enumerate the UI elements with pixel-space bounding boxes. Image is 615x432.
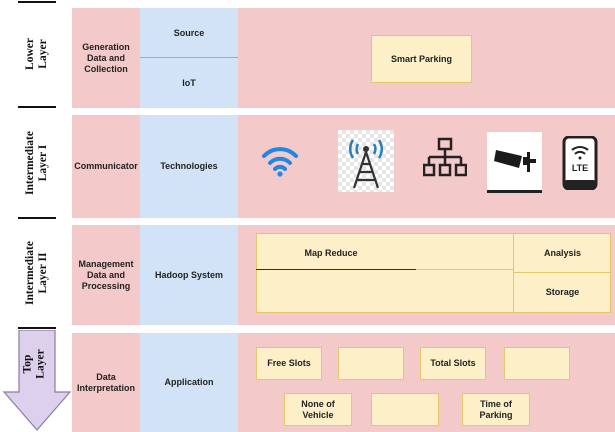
processing-box [256,233,611,313]
analysis-divider [513,233,514,313]
cctv-camera-icon [487,132,542,193]
map-reduce-divider [416,269,513,270]
layer-separator [18,106,56,108]
layer-label-intermediate-2: Intermediate Layer II [24,240,49,305]
time-of-parking-box: Time of Parking [462,393,530,426]
map-reduce-label: Map Reduce [304,247,358,258]
empty-box [338,347,404,380]
svg-text:LTE: LTE [572,163,588,173]
layer-label-top: Top Layer [21,349,47,379]
category-communicator: Communicator [74,161,138,171]
sub-iot-cell [140,58,238,108]
wifi-icon [258,138,302,182]
analysis-divider [513,272,611,273]
layer-label-lower: Lower Layer [24,38,49,70]
map-reduce-divider [256,269,416,270]
analysis-label: Analysis [543,247,582,258]
network-hierarchy-icon [420,134,470,186]
layer-separator [18,217,56,219]
category-data-interpretation: Data Interpretation [76,371,135,393]
sub-source: Source [173,27,205,38]
sub-hadoop-system: Hadoop System [140,225,238,325]
lte-phone-icon: LTE [554,134,606,192]
sub-technologies: Technologies [140,115,238,218]
sub-iot: IoT [182,77,196,88]
category-generation: Generation Data and Collection [82,41,130,74]
empty-box [504,347,570,380]
down-arrow-icon [2,330,72,431]
cell-tower-icon [338,130,394,192]
layer-separator [18,327,56,329]
category-management: Management Data and Processing [78,258,134,291]
smart-parking-box: Smart Parking [371,35,472,83]
layer-separator [18,1,56,3]
total-slots-box: Total Slots [420,347,486,380]
free-slots-box: Free Slots [256,347,322,380]
layer-label-intermediate-1: Intermediate Layer I [24,130,49,195]
storage-label: Storage [545,286,580,297]
empty-box [371,393,439,426]
sub-application: Application [140,333,238,432]
sub-source-cell [140,8,238,58]
none-of-vehicle-box: None of Vehicle [284,393,352,426]
